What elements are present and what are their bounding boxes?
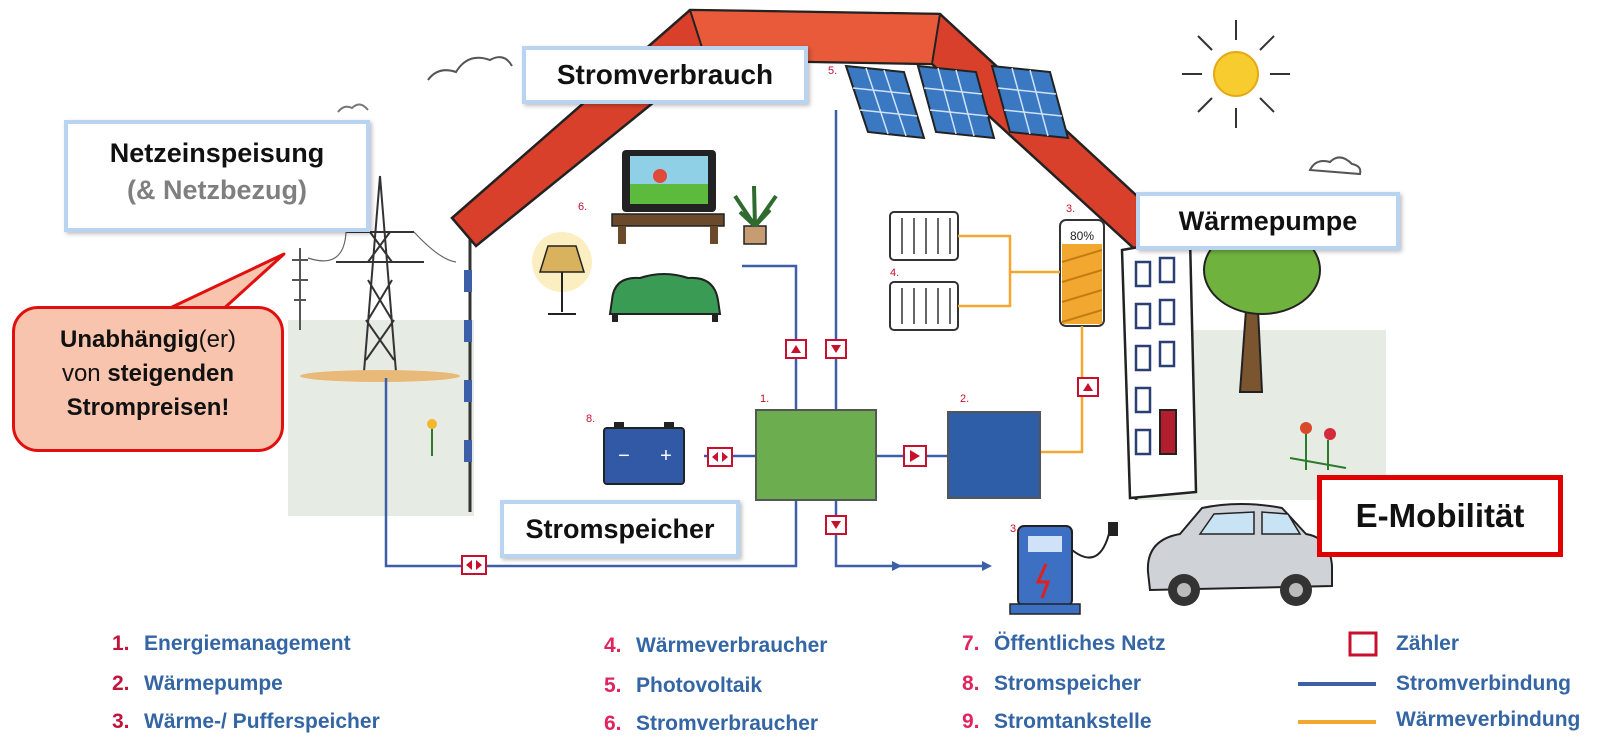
- speech-bold-3: Strompreisen!: [66, 394, 230, 421]
- speech-plain-2: von: [61, 360, 108, 387]
- callout-netz-line2: (& Netzbezug): [127, 175, 307, 205]
- legend-label: Wärmeverbindung: [1396, 708, 1581, 731]
- legend-label: Wärmeverbraucher: [636, 634, 828, 657]
- diagram-number: 6.: [578, 201, 587, 213]
- legend-item: Zähler: [1396, 632, 1459, 656]
- speech-rest-1: (er): [198, 326, 236, 353]
- plant-icon: [733, 185, 778, 245]
- legend-item: 1. Energiemanagement: [112, 632, 351, 656]
- legend-label: Photovoltaik: [636, 674, 763, 697]
- speech-bold-2: steigenden: [107, 360, 235, 387]
- legend-label: Öffentliches Netz: [994, 632, 1166, 655]
- flower-icon: [427, 419, 437, 456]
- radiator-icon: [889, 281, 959, 331]
- diagram-number: 3.: [1010, 523, 1019, 535]
- heat-pump-box: [947, 411, 1041, 499]
- charging-station-icon: [1009, 522, 1118, 615]
- legend-number: 1.: [112, 632, 130, 655]
- power-flow-arrowhead: [982, 561, 992, 571]
- legend-number: 5.: [604, 674, 622, 697]
- power-flow-arrowhead: [892, 561, 902, 571]
- battery-icon: − +: [603, 422, 685, 485]
- left-garden: [288, 320, 474, 516]
- electric-car-icon: [1146, 503, 1333, 606]
- legend-item: Stromverbindung: [1396, 672, 1571, 696]
- legend-label: Wärme-/ Pufferspeicher: [144, 710, 380, 733]
- legend-item: 5. Photovoltaik: [604, 674, 762, 698]
- buffer-level-label: 80%: [1070, 229, 1094, 243]
- legend-meter-symbol: [1348, 631, 1378, 657]
- legend-item: Wärmeverbindung: [1396, 708, 1580, 732]
- buffer-tank-icon: 80%: [1059, 219, 1105, 327]
- legend-label: Stromverbindung: [1396, 672, 1572, 695]
- callout-waermepumpe: Wärmepumpe: [1136, 192, 1400, 250]
- legend-item: 3. Wärme-/ Pufferspeicher: [112, 710, 380, 734]
- diagram-number: 4.: [890, 267, 899, 279]
- callout-e-mobilitaet: E-Mobilität: [1317, 475, 1563, 557]
- legend-item: 4. Wärmeverbraucher: [604, 634, 827, 658]
- speech-bold-1: Unabhängig: [60, 326, 199, 353]
- legend-item: 6. Stromverbraucher: [604, 712, 818, 736]
- heat-connections: [958, 234, 1084, 454]
- power-pylon-icon: [292, 175, 460, 382]
- energy-manager-box: [755, 409, 877, 501]
- callout-stromspeicher: Stromspeicher: [500, 500, 740, 558]
- legend-label: Wärmepumpe: [144, 672, 283, 695]
- diagram-number: 1.: [760, 393, 769, 405]
- legend-label: Stromverbraucher: [636, 712, 819, 735]
- legend-number: 9.: [962, 710, 980, 733]
- legend-item: 2. Wärmepumpe: [112, 672, 283, 696]
- legend-label: Stromspeicher: [994, 672, 1142, 695]
- legend-number: 6.: [604, 712, 622, 735]
- legend-number: 3.: [112, 710, 130, 733]
- solar-panels: [844, 64, 1070, 140]
- tv-icon: [611, 150, 725, 244]
- battery-plus-sign: +: [660, 445, 672, 467]
- callout-stromverbrauch: Stromverbrauch: [522, 46, 808, 104]
- apartment-building: [1120, 236, 1198, 500]
- legend-label: Energiemanagement: [144, 632, 351, 655]
- cloud-icon: [1308, 156, 1362, 176]
- legend-number: 4.: [604, 634, 622, 657]
- callout-netz-line1: Netzeinspeisung: [109, 138, 325, 168]
- sun-icon: [1182, 20, 1290, 128]
- meter-arrows: [466, 345, 1093, 570]
- callout-netzeinspeisung: Netzeinspeisung (& Netzbezug): [64, 120, 370, 232]
- diagram-number: 3.: [1066, 203, 1075, 215]
- speech-bubble-tail: [168, 252, 286, 314]
- cloud-icon: [337, 103, 369, 113]
- diagram-number: 2.: [960, 393, 969, 405]
- diagram-number: 5.: [828, 65, 837, 77]
- legend-item: 9. Stromtankstelle: [962, 710, 1152, 734]
- cloud-icon: [427, 56, 513, 81]
- legend-item: 8. Stromspeicher: [962, 672, 1141, 696]
- sofa-icon: [608, 273, 722, 322]
- speech-bubble: Unabhängig(er) von steigenden Strompreis…: [12, 306, 284, 452]
- legend-label: Stromtankstelle: [994, 710, 1152, 733]
- legend-label: Zähler: [1396, 632, 1460, 655]
- battery-minus-sign: −: [618, 445, 630, 467]
- flower-icon: [1289, 422, 1347, 470]
- legend-number: 7.: [962, 632, 980, 655]
- wall-windows-left: [464, 270, 472, 462]
- diagram-number: 8.: [586, 413, 595, 425]
- legend-number: 2.: [112, 672, 130, 695]
- legend-item: 7. Öffentliches Netz: [962, 632, 1166, 656]
- lamp-icon: [532, 232, 592, 315]
- legend-number: 8.: [962, 672, 980, 695]
- radiator-icon: [889, 211, 959, 261]
